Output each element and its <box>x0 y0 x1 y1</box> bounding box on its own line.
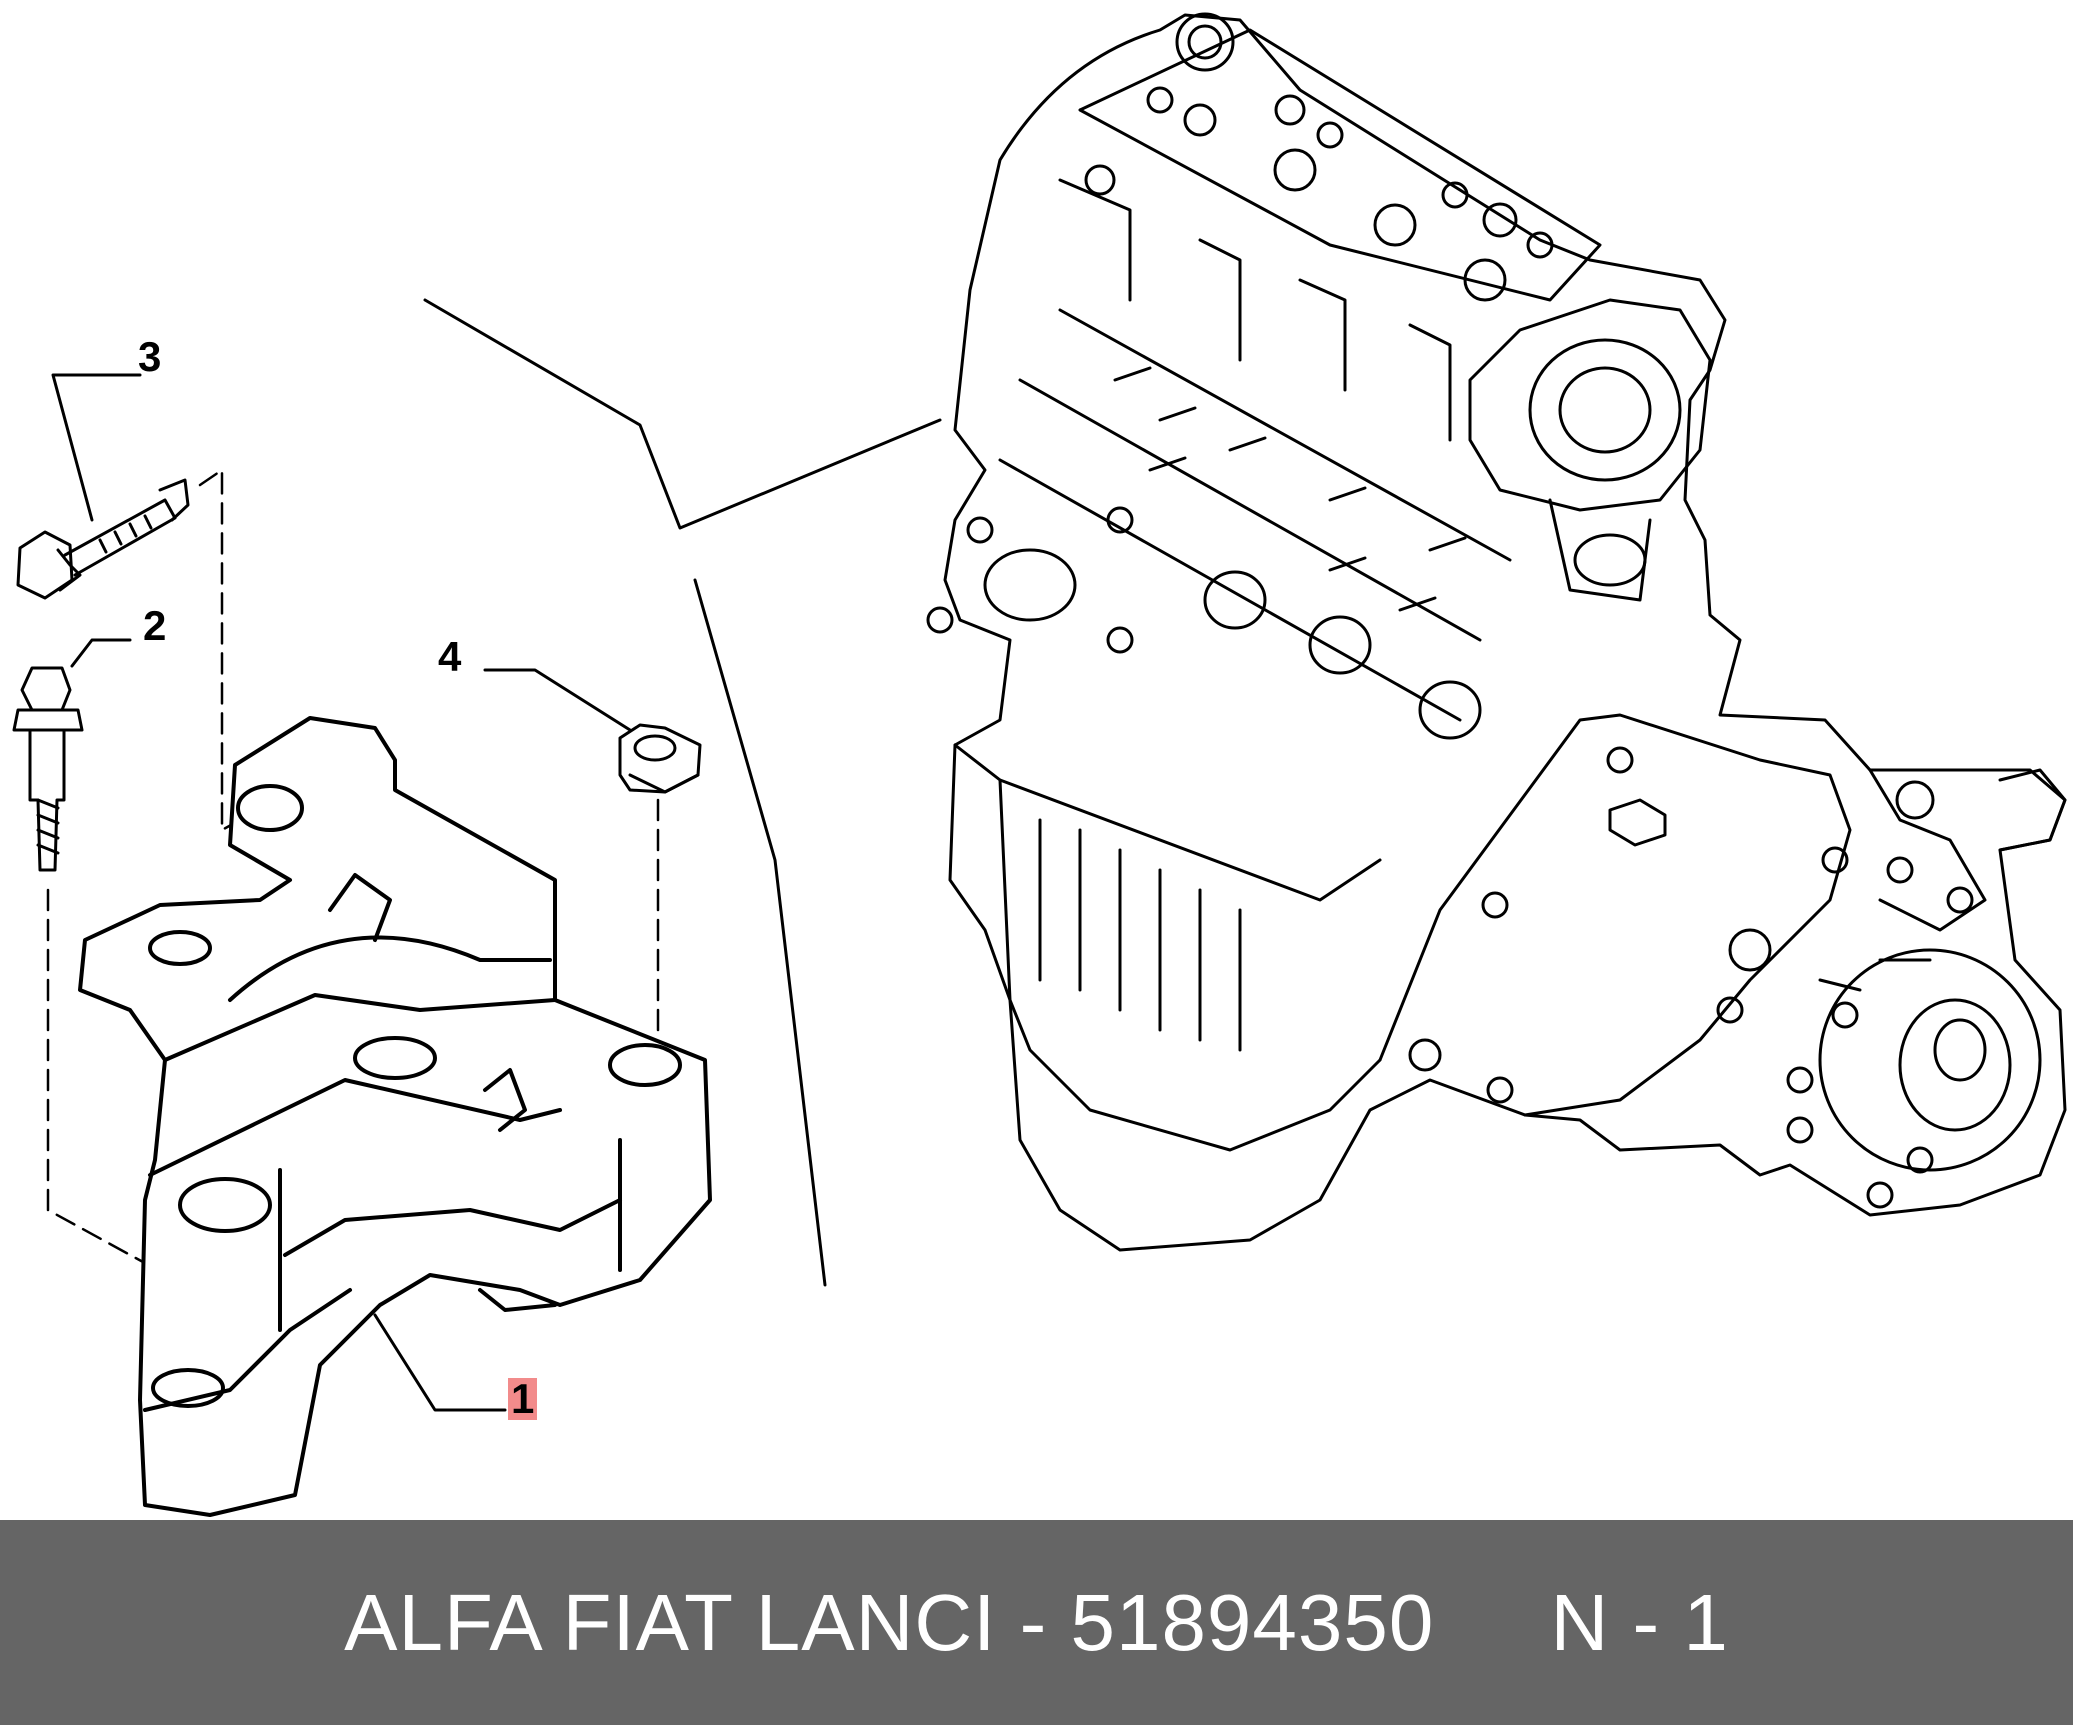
leader-2 <box>70 638 132 668</box>
engine-assembly-icon <box>926 12 2067 1252</box>
bolt-2-icon <box>12 666 84 872</box>
callout-3: 3 <box>138 333 162 380</box>
callout-2: 2 <box>143 602 167 649</box>
leader-1 <box>373 1313 507 1412</box>
section-divider-line <box>423 298 942 530</box>
callout-4: 4 <box>438 633 462 680</box>
section-divider-line-2 <box>693 578 827 1287</box>
leader-4 <box>483 668 632 732</box>
engine-mount-bracket-icon <box>78 716 712 1517</box>
parts-diagram <box>12 12 2067 1517</box>
part-number-footer: ALFA FIAT LANCI - 51894350 N - 1 <box>0 1520 2073 1725</box>
callout-1-highlighted: 1 <box>508 1378 538 1420</box>
bolt-3-icon <box>16 478 190 600</box>
leader-3 <box>51 373 142 522</box>
nut-4-icon <box>618 723 702 794</box>
part-number-text: ALFA FIAT LANCI - 51894350 N - 1 <box>344 1577 1729 1667</box>
